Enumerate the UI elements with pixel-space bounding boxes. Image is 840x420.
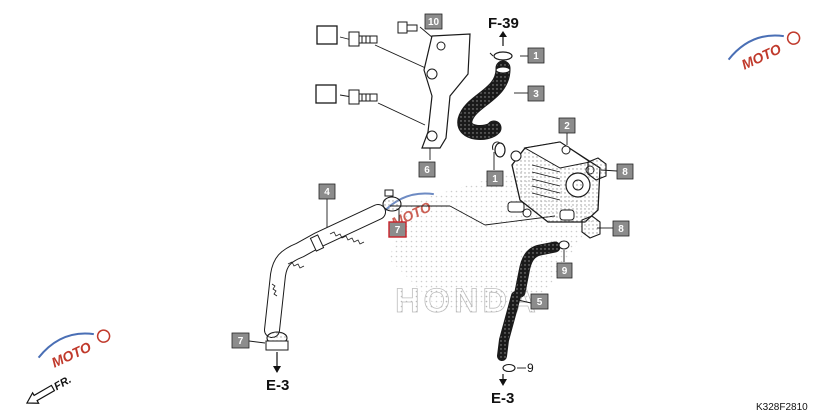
reference-e3-right: E-3 (491, 374, 514, 407)
callout-8-lower[interactable]: 8 (612, 220, 630, 237)
diagram-code: K328F2810 (756, 402, 808, 413)
svg-text:8: 8 (622, 167, 628, 178)
svg-text:1: 1 (492, 174, 498, 185)
site-logo-text-bottom: MOTO (49, 338, 94, 370)
bolt-upper (348, 31, 378, 47)
clip-small-upper (558, 240, 570, 250)
clip-top (489, 51, 513, 61)
callout-4[interactable]: 4 (318, 183, 336, 200)
hose-upper (457, 60, 511, 140)
svg-text:8: 8 (618, 224, 624, 235)
reference-f39-label: F-39 (488, 15, 519, 32)
reference-e3-left: E-3 (266, 352, 289, 394)
callout-2[interactable]: 2 (558, 117, 576, 134)
site-logo-bottom: MOTO (37, 329, 111, 371)
svg-text:5: 5 (537, 297, 543, 308)
callout-7-lower[interactable]: 7 (231, 332, 250, 349)
reference-e3-right-label: E-3 (491, 390, 514, 407)
svg-text:9: 9 (527, 361, 534, 375)
svg-text:1: 1 (533, 51, 539, 62)
callout-3[interactable]: 3 (527, 85, 545, 102)
svg-text:2: 2 (564, 121, 570, 132)
site-logo-text-top: MOTO (739, 40, 784, 72)
empty-callout-box (315, 84, 337, 104)
callout-8-upper[interactable]: 8 (616, 163, 634, 180)
front-direction-label: FR. (52, 374, 73, 393)
reference-e3-left-label: E-3 (266, 377, 289, 394)
hose-lower (497, 241, 561, 361)
nut-lower (581, 215, 601, 239)
svg-text:10: 10 (428, 17, 440, 28)
callout-1-top[interactable]: 1 (527, 47, 545, 64)
fuel-pump (507, 141, 601, 223)
svg-text:7: 7 (395, 225, 401, 236)
callout-1-mid[interactable]: 1 (486, 170, 504, 187)
svg-text:9: 9 (562, 266, 568, 277)
clamp-lower (265, 331, 289, 351)
clamp-upper (382, 189, 402, 212)
callout-9-box[interactable]: 9 (556, 262, 573, 279)
site-logo-top: MOTO (727, 31, 801, 73)
callouts: 10 1 3 2 6 1 8 4 (231, 13, 634, 375)
svg-text:4: 4 (324, 187, 330, 198)
bracket-part (421, 33, 471, 149)
callout-5[interactable]: 5 (530, 293, 549, 310)
front-direction-arrow: FR. (25, 374, 74, 404)
callout-7-upper[interactable]: 7 (388, 221, 407, 238)
callout-6[interactable]: 6 (418, 161, 436, 178)
svg-text:7: 7 (238, 336, 244, 347)
callout-10[interactable]: 10 (424, 13, 443, 30)
bolt-small (397, 21, 418, 34)
svg-text:3: 3 (533, 89, 539, 100)
empty-callout-box (316, 25, 338, 45)
bolt-lower (348, 89, 378, 105)
clip-mid (492, 141, 506, 158)
nut-upper (587, 157, 607, 181)
callout-9-plain[interactable]: 9 (527, 361, 534, 375)
reference-f39: F-39 (488, 15, 519, 46)
clip-small-lower (502, 363, 516, 373)
svg-text:6: 6 (424, 165, 430, 176)
hose-long (264, 204, 386, 338)
